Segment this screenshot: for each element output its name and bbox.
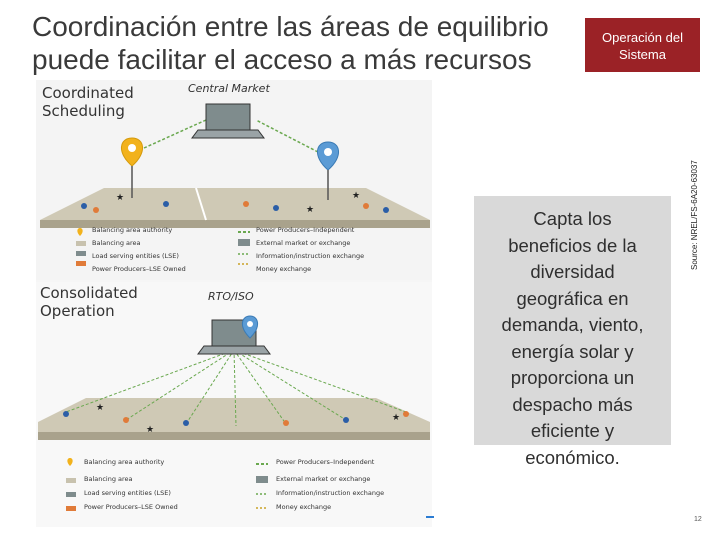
callout-line: beneficios de la [508, 234, 637, 256]
top-legend-item: Balancing area authority [92, 226, 173, 234]
top-legend-item: Power Producers–LSE Owned [92, 265, 186, 273]
bottom-panel-label-line-1: Consolidated [40, 284, 138, 302]
bottom-panel-label: Consolidated Operation [40, 284, 138, 320]
callout-line: despacho más [512, 393, 633, 415]
svg-text:★: ★ [392, 412, 400, 422]
bottom-legend-icons [66, 458, 268, 511]
bottom-legend-item: Power Producers–LSE Owned [84, 503, 178, 511]
bottom-landscape-edge [38, 432, 430, 440]
callout-line: económico. [474, 444, 671, 471]
top-legend-item: Power Producers–Independent [256, 226, 355, 234]
bottom-legend-item: Balancing area [84, 475, 133, 483]
bottom-legend-item: Money exchange [276, 503, 332, 511]
callout-line: Capta los [533, 208, 612, 229]
top-legend-item: External market or exchange [256, 239, 351, 247]
callout-line: diversidad [530, 261, 615, 282]
top-border-line [195, 187, 207, 221]
callout-line: energía solar y [511, 340, 634, 362]
top-legend-item: Money exchange [256, 265, 312, 273]
balancing-authority-pin-blue-icon [317, 141, 339, 200]
callout-line: proporciona un [510, 367, 635, 388]
section-badge-line-1: Operación del [602, 30, 683, 45]
rto-iso-label: RTO/ISO [208, 290, 254, 303]
callout-line: geográfica en [516, 287, 629, 309]
central-market-computer-icon [191, 103, 265, 139]
svg-text:★: ★ [96, 402, 104, 412]
central-market-label: Central Market [188, 82, 270, 95]
callout-line: demanda, viento, [501, 314, 644, 335]
section-badge-line-2: Sistema [619, 47, 666, 62]
top-legend-item: Balancing area [92, 239, 141, 247]
top-panel-label-line-2: Scheduling [42, 102, 125, 120]
top-arrow-right [255, 119, 319, 153]
diagram-graphics: ★ ★ ★ [36, 80, 432, 527]
top-legend-item: Information/instruction exchange [256, 252, 365, 260]
svg-text:★: ★ [352, 190, 360, 200]
top-landscape-edge [40, 220, 430, 228]
bottom-legend-item: Load serving entities (LSE) [84, 489, 171, 497]
balancing-authority-pin-yellow-icon [121, 137, 143, 198]
svg-text:★: ★ [306, 204, 314, 214]
source-note: Source: NREL/FS-6A20-63037 [690, 160, 699, 270]
top-arrow-left [143, 119, 207, 149]
top-landscape [40, 188, 430, 228]
top-panel-label-line-1: Coordinated [42, 84, 134, 102]
bottom-legend-item: External market or exchange [276, 475, 371, 483]
decorative-dash [426, 516, 434, 518]
section-badge: Operación del Sistema [585, 18, 700, 72]
top-panel-label: Coordinated Scheduling [42, 84, 134, 120]
page-number: 12 [694, 516, 702, 523]
callout-box: Capta los beneficios de la diversidad ge… [474, 196, 671, 471]
bottom-legend-item: Power Producers–Independent [276, 458, 375, 466]
diagram-figure: ★ ★ ★ [36, 80, 432, 527]
slide-title-line-2: puede facilitar el acceso a más recursos [32, 44, 532, 75]
slide-title-line-1: Coordinación entre las áreas de equilibr… [32, 11, 549, 42]
svg-text:★: ★ [146, 424, 154, 434]
top-land-icons: ★ ★ ★ [81, 190, 389, 214]
bottom-landscape [38, 398, 430, 436]
bottom-radiating-arrows [65, 349, 407, 427]
top-legend-item: Load serving entities (LSE) [92, 252, 179, 260]
callout-line: eficiente y [530, 420, 615, 441]
bottom-legend-item: Information/instruction exchange [276, 489, 385, 497]
bottom-land-icons: ★ ★ ★ [63, 402, 409, 434]
bottom-legend-item: Balancing area authority [84, 458, 165, 466]
bottom-panel-label-line-2: Operation [40, 302, 115, 320]
rto-pin-icon [242, 315, 258, 339]
svg-text:★: ★ [116, 192, 124, 202]
top-legend-icons [76, 228, 250, 266]
slide-title: Coordinación entre las áreas de equilibr… [32, 10, 572, 76]
